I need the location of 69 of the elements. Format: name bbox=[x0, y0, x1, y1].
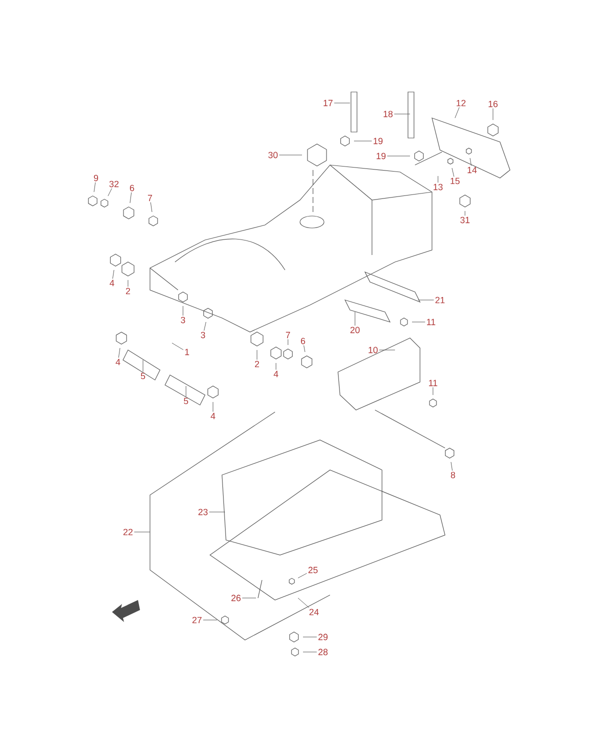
callout-number: 21 bbox=[435, 296, 445, 304]
callout-number: 4 bbox=[110, 280, 114, 286]
callout-number: 4 bbox=[116, 358, 120, 366]
callout-number: 31 bbox=[460, 216, 470, 224]
callout-number: 5 bbox=[184, 398, 188, 404]
leader-line bbox=[212, 402, 214, 412]
leader-line bbox=[118, 348, 120, 358]
callout-number: 5 bbox=[140, 372, 146, 380]
callout-number: 11 bbox=[427, 318, 436, 326]
leader-line bbox=[464, 210, 466, 216]
leader-line bbox=[304, 345, 306, 352]
callout-number: 29 bbox=[318, 634, 328, 640]
callout-number: 7 bbox=[286, 332, 290, 338]
callout-number: 6 bbox=[300, 338, 306, 344]
callout-number: 11 bbox=[429, 380, 438, 386]
callout-number: 20 bbox=[350, 326, 360, 334]
leader-line bbox=[334, 102, 350, 104]
leader-line bbox=[256, 350, 258, 360]
leader-line bbox=[172, 342, 184, 350]
callout-number: 24 bbox=[309, 608, 319, 616]
callout-number: 30 bbox=[268, 152, 278, 158]
callout-number: 1 bbox=[185, 348, 190, 356]
leader-line bbox=[130, 192, 132, 204]
callout-number: 19 bbox=[374, 138, 383, 144]
callout-number: 17 bbox=[324, 100, 333, 106]
callout-number: 14 bbox=[468, 166, 477, 174]
leader-line bbox=[150, 202, 152, 212]
callout-number: 32 bbox=[109, 180, 119, 188]
callout-number: 28 bbox=[318, 648, 328, 656]
leader-line bbox=[454, 107, 460, 118]
callout-number: 3 bbox=[200, 332, 206, 338]
leader-line bbox=[108, 188, 112, 196]
leader-line bbox=[354, 312, 356, 326]
leader-line bbox=[298, 573, 308, 578]
callout-number: 6 bbox=[130, 184, 134, 192]
callout-number: 19 bbox=[376, 152, 386, 160]
callout-number: 2 bbox=[254, 360, 260, 368]
callout-number: 26 bbox=[231, 594, 241, 602]
leader-line bbox=[182, 306, 184, 316]
leader-line bbox=[298, 598, 310, 608]
callout-number: 18 bbox=[384, 110, 393, 118]
callout-number: 10 bbox=[368, 346, 378, 354]
callout-number: 22 bbox=[123, 528, 133, 536]
callout-number: 23 bbox=[198, 508, 208, 516]
callout-number: 12 bbox=[456, 100, 466, 106]
callout-number: 16 bbox=[488, 100, 498, 108]
callout-number: 8 bbox=[450, 472, 456, 478]
callout-number: 15 bbox=[450, 178, 460, 184]
callout-number: 2 bbox=[126, 288, 130, 294]
leader-line bbox=[94, 182, 96, 192]
leader-line bbox=[450, 462, 453, 471]
leader-line bbox=[204, 322, 206, 331]
callout-number: 4 bbox=[210, 412, 216, 420]
leader-line bbox=[354, 140, 372, 142]
callout-number: 25 bbox=[308, 566, 318, 574]
callout-number: 7 bbox=[148, 194, 152, 202]
leader-line bbox=[278, 154, 302, 156]
leader-line bbox=[452, 168, 454, 177]
callout-number: 13 bbox=[434, 184, 443, 190]
leader-line bbox=[112, 270, 114, 279]
callout-number: 4 bbox=[274, 370, 278, 378]
leader-line bbox=[302, 636, 318, 638]
leader-line bbox=[432, 387, 434, 396]
callout-number: 9 bbox=[94, 174, 98, 182]
leader-line bbox=[142, 360, 144, 372]
callout-number: 27 bbox=[192, 616, 202, 624]
leader-line bbox=[470, 158, 472, 166]
callout-number: 3 bbox=[180, 316, 186, 324]
leader-line bbox=[492, 108, 494, 120]
